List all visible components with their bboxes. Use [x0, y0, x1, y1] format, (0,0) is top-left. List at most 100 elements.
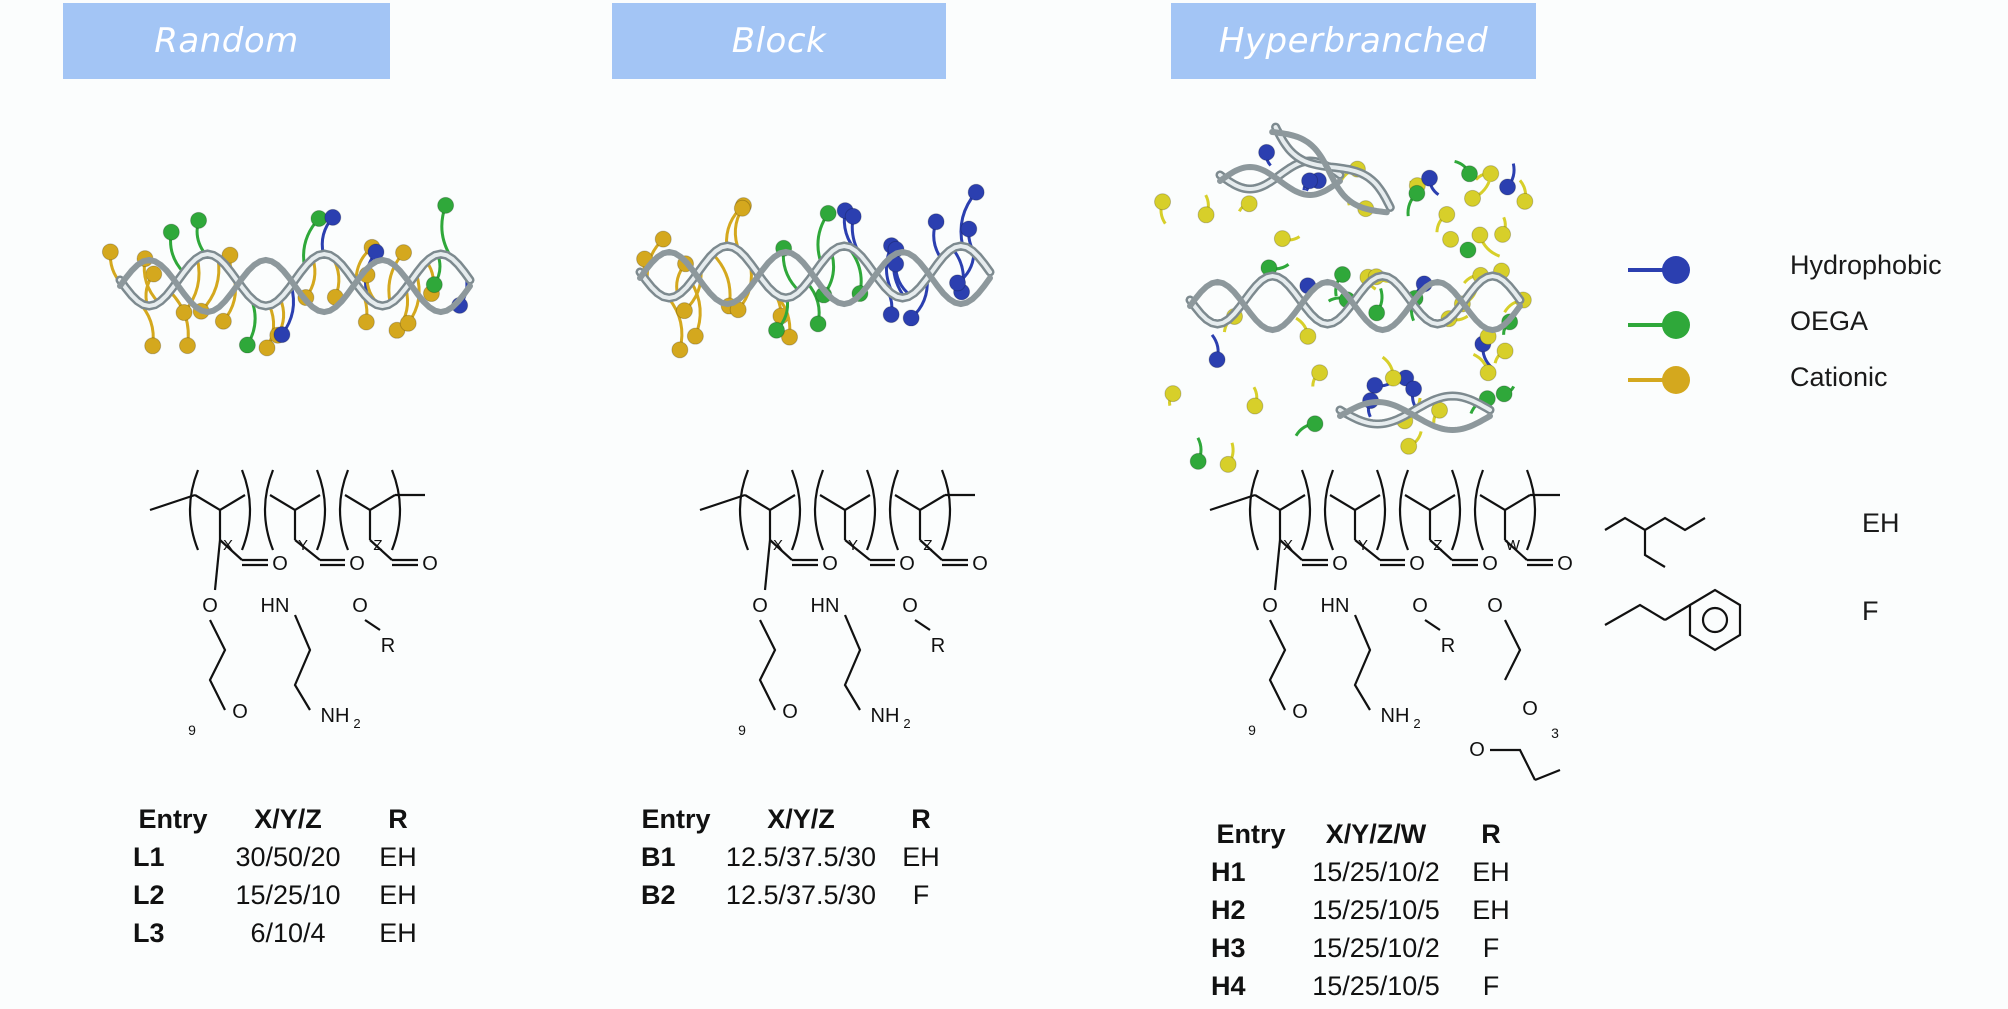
backbone-highlight — [1338, 393, 1492, 427]
side-chain-bead — [238, 336, 256, 354]
oxygen-label: O — [1262, 595, 1278, 617]
oxygen-label: O — [1522, 698, 1538, 720]
r-group: F — [912, 879, 930, 910]
subscript-label: 2 — [903, 716, 910, 731]
side-chain-bead — [768, 321, 786, 339]
paren-right — [940, 469, 952, 551]
backbone-bond — [1404, 494, 1456, 512]
backbone-strand — [117, 256, 473, 316]
backbone-highlight — [638, 243, 992, 301]
side-chain-bead — [781, 328, 799, 346]
paren-left — [1248, 469, 1260, 551]
bond — [294, 539, 321, 561]
side-chain-bead — [190, 211, 208, 229]
r-label: R — [1441, 635, 1455, 657]
oxygen-label: O — [1557, 553, 1573, 575]
r-label: R — [381, 635, 395, 657]
paren-right — [1450, 469, 1462, 551]
oxygen-label: O — [1482, 553, 1498, 575]
side-chain-bead — [1301, 172, 1319, 190]
amine-label: NH — [871, 705, 900, 727]
side-chain-bead — [1311, 364, 1329, 382]
side-chain-bead — [1368, 304, 1386, 322]
side-chain-bead — [399, 314, 417, 332]
side-chain-bead — [1495, 385, 1513, 403]
peg-repeat-label: 9 — [188, 722, 196, 738]
backbone-strand — [1187, 278, 1523, 334]
bond — [769, 539, 793, 561]
ratio: 30/50/20 — [235, 841, 341, 872]
peg-repeat-label: 9 — [738, 722, 746, 738]
col-header-entry: Entry — [1216, 818, 1286, 849]
amine-label: HN — [1321, 595, 1350, 617]
side-chain-bead — [809, 315, 827, 333]
side-chain-bead — [654, 230, 672, 248]
ethyl-chain — [843, 614, 862, 711]
cationic-legend-bead — [1662, 366, 1690, 394]
r-label: R — [931, 635, 945, 657]
side-chain-bead — [1482, 165, 1500, 183]
side-chain-bead — [675, 302, 693, 320]
entry-id: L3 — [133, 917, 165, 948]
paren-left — [738, 469, 750, 551]
oxygen-label: O — [352, 595, 368, 617]
backbone-strand — [637, 248, 993, 308]
bond — [1429, 539, 1453, 561]
side-chain-bead — [1208, 351, 1226, 369]
side-chain-bead — [733, 199, 751, 217]
side-chain-bead — [178, 337, 196, 355]
legend-oega-label: OEGA — [1790, 306, 1869, 336]
legend-icons — [1628, 256, 1690, 394]
side-chain-bead — [902, 309, 920, 327]
ratio: 12.5/37.5/30 — [725, 841, 877, 872]
side-chain-bead — [1273, 230, 1291, 248]
side-chain-bead — [162, 223, 180, 241]
oxygen-label: O — [272, 553, 288, 575]
backbone-bond — [819, 494, 871, 512]
subscript-label: 2 — [353, 716, 360, 731]
r-group: EH — [1472, 894, 1510, 925]
backbone-bond — [894, 494, 946, 512]
oxygen-label: O — [1292, 701, 1308, 723]
side-chain-bead — [258, 339, 276, 357]
phenyl-ring — [1688, 588, 1742, 652]
backbone-highlight — [1273, 125, 1393, 210]
side-chain-bead — [686, 327, 704, 345]
bond — [844, 539, 871, 561]
oxygen-label: O — [202, 595, 218, 617]
side-chain-bead — [273, 326, 291, 344]
polymer-illustrations — [101, 122, 1534, 473]
bond — [1273, 539, 1282, 591]
paren-left — [263, 469, 275, 551]
bond — [1424, 619, 1441, 631]
side-chain-bead — [1408, 184, 1426, 202]
side-chain-bead — [101, 243, 119, 261]
polymer-chain — [101, 196, 475, 357]
linker-chain — [1504, 619, 1522, 681]
bond — [699, 493, 746, 512]
side-chain-bead — [214, 312, 232, 330]
entry-id: H1 — [1211, 856, 1246, 887]
side-chain-bead — [1421, 169, 1439, 187]
bond — [1209, 493, 1256, 512]
side-chain-bead — [1240, 195, 1258, 213]
backbone-highlight — [1188, 273, 1522, 327]
side-chain-bead — [1197, 206, 1215, 224]
peg-chain — [1268, 619, 1287, 711]
entry-id: H2 — [1211, 894, 1246, 925]
bond — [219, 539, 243, 561]
oega-legend-bead — [1662, 311, 1690, 339]
paren-left — [813, 469, 825, 551]
side-chain-bead — [395, 244, 413, 262]
backbone-bond — [344, 494, 396, 512]
branch-chain — [1490, 748, 1561, 782]
amine-label: NH — [1381, 705, 1410, 727]
